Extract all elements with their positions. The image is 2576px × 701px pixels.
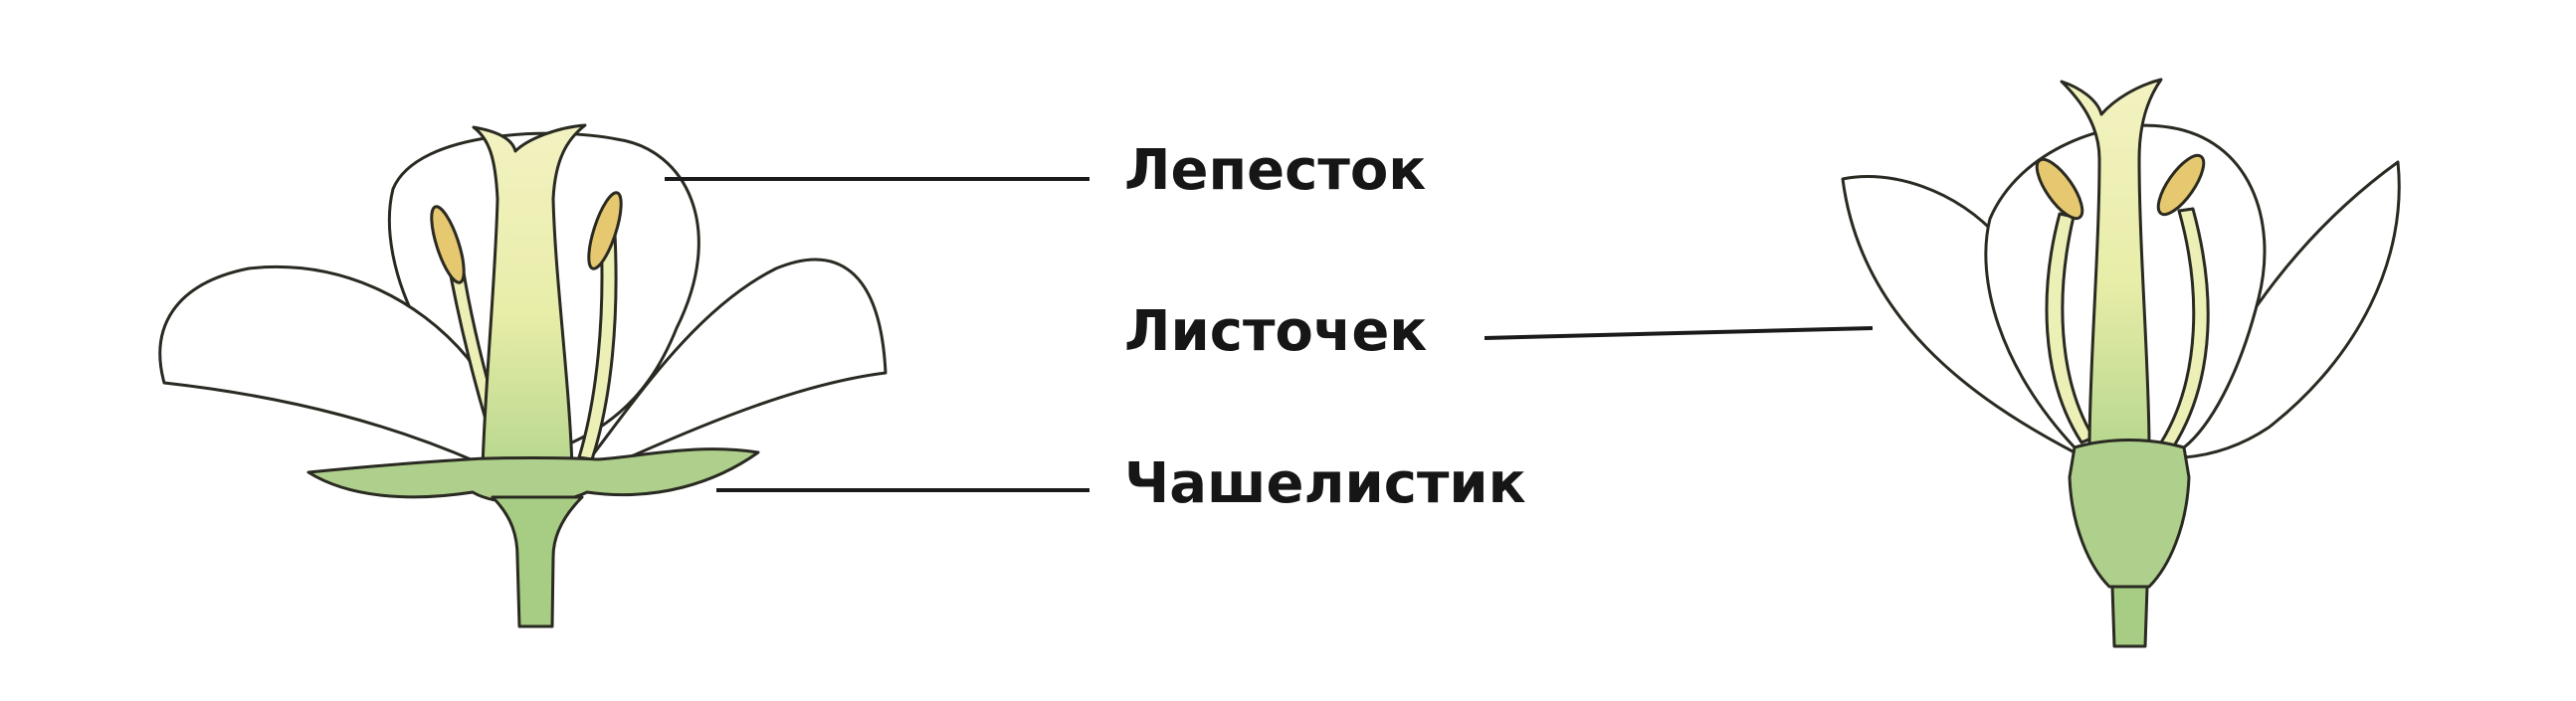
left-sepals xyxy=(306,447,760,505)
right-flower xyxy=(1841,78,2401,648)
left-anther-left xyxy=(430,205,466,284)
label-petal: Лепесток xyxy=(1124,138,1426,203)
left-flower xyxy=(158,123,888,628)
label-sepal: Чашелистик xyxy=(1124,451,1526,516)
left-stem xyxy=(491,495,584,628)
right-receptacle xyxy=(2068,438,2191,589)
right-stem xyxy=(2110,585,2149,648)
left-anther-right xyxy=(587,191,623,270)
left-petal-outer-right xyxy=(585,258,888,469)
label-leaflet: Листочек xyxy=(1124,299,1427,364)
right-anther-left xyxy=(2035,157,2084,221)
leaflet-leader-line xyxy=(1484,326,1874,340)
right-anther-right xyxy=(2156,153,2206,217)
right-pistil xyxy=(2060,78,2163,449)
left-pistil xyxy=(472,123,587,469)
